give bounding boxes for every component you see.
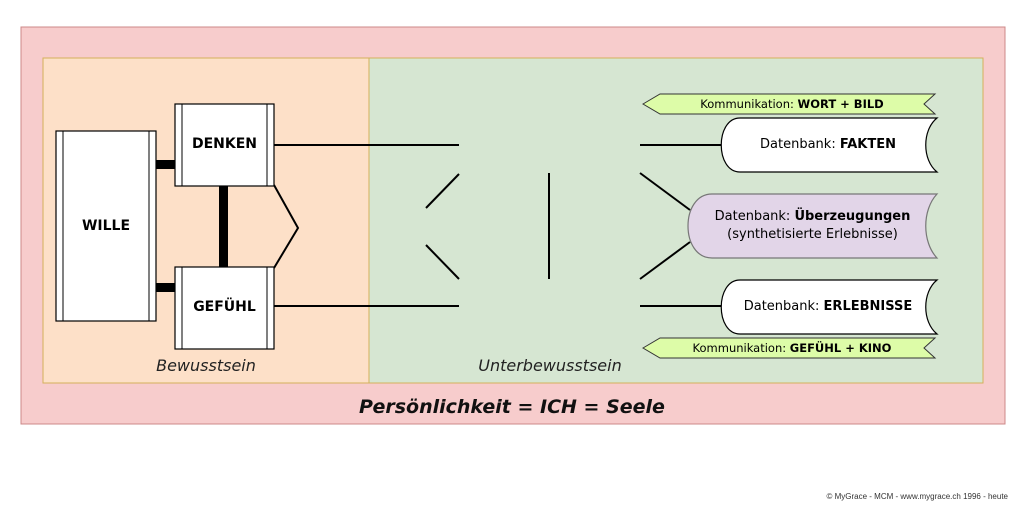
thinking-feeling-chevron — [273, 184, 300, 269]
comm-top-prefix: Kommunikation: — [700, 97, 798, 111]
beliefs-line-lower — [639, 241, 691, 280]
experiences-database — [720, 279, 939, 335]
comm-top-banner — [642, 93, 937, 115]
facts-db-name: FAKTEN — [839, 137, 896, 152]
subconscious-zone-label: Unterbewusstsein — [478, 356, 622, 375]
beliefs-db-name: Überzeugungen — [794, 209, 911, 224]
comm-bottom-text: Kommunikation: GEFÜHL + KINO — [660, 341, 924, 355]
copyright-footer: © MyGrace - MCM - www.mygrace.ch 1996 - … — [826, 492, 1009, 501]
feeling-box — [174, 266, 275, 350]
facts-db-prefix: Datenbank: — [760, 137, 840, 152]
comm-top-text: Kommunikation: WORT + BILD — [660, 97, 924, 111]
beliefs-line-upper — [639, 172, 691, 211]
beliefs-db-prefix: Datenbank: — [714, 209, 795, 224]
feeling-label: GEFÜHL — [193, 299, 256, 315]
thinking-label: DENKEN — [191, 136, 258, 152]
experiences-db-name: ERLEBNISSE — [823, 299, 913, 314]
comm-bottom-banner — [642, 337, 937, 359]
thinking-box — [174, 103, 275, 187]
beliefs-db-sub: (synthetisierte Erlebnisse) — [727, 227, 898, 242]
experiences-db-prefix: Datenbank: — [743, 299, 824, 314]
beliefs-database — [687, 193, 939, 259]
conscious-zone-label: Bewusstsein — [156, 356, 256, 375]
beliefs-db-text: Datenbank: Überzeugungen (synthetisierte … — [700, 208, 925, 244]
comm-top-name: WORT + BILD — [797, 97, 884, 111]
will-label: WILLE — [81, 218, 131, 234]
diagram-title: Persönlichkeit = ICH = Seele — [359, 396, 665, 418]
will-thinking-connector — [156, 160, 176, 169]
will-box — [55, 130, 157, 322]
thinking-feeling-connector — [219, 186, 228, 268]
comm-bottom-name: GEFÜHL + KINO — [789, 341, 892, 355]
facts-db-text: Datenbank: FAKTEN — [728, 136, 928, 154]
dash-upper-left — [425, 173, 460, 209]
comm-bottom-prefix: Kommunikation: — [692, 341, 790, 355]
experiences-db-text: Datenbank: ERLEBNISSE — [728, 298, 928, 316]
will-feeling-connector — [156, 283, 176, 292]
dash-lower-left — [425, 244, 460, 280]
facts-database — [720, 117, 939, 173]
